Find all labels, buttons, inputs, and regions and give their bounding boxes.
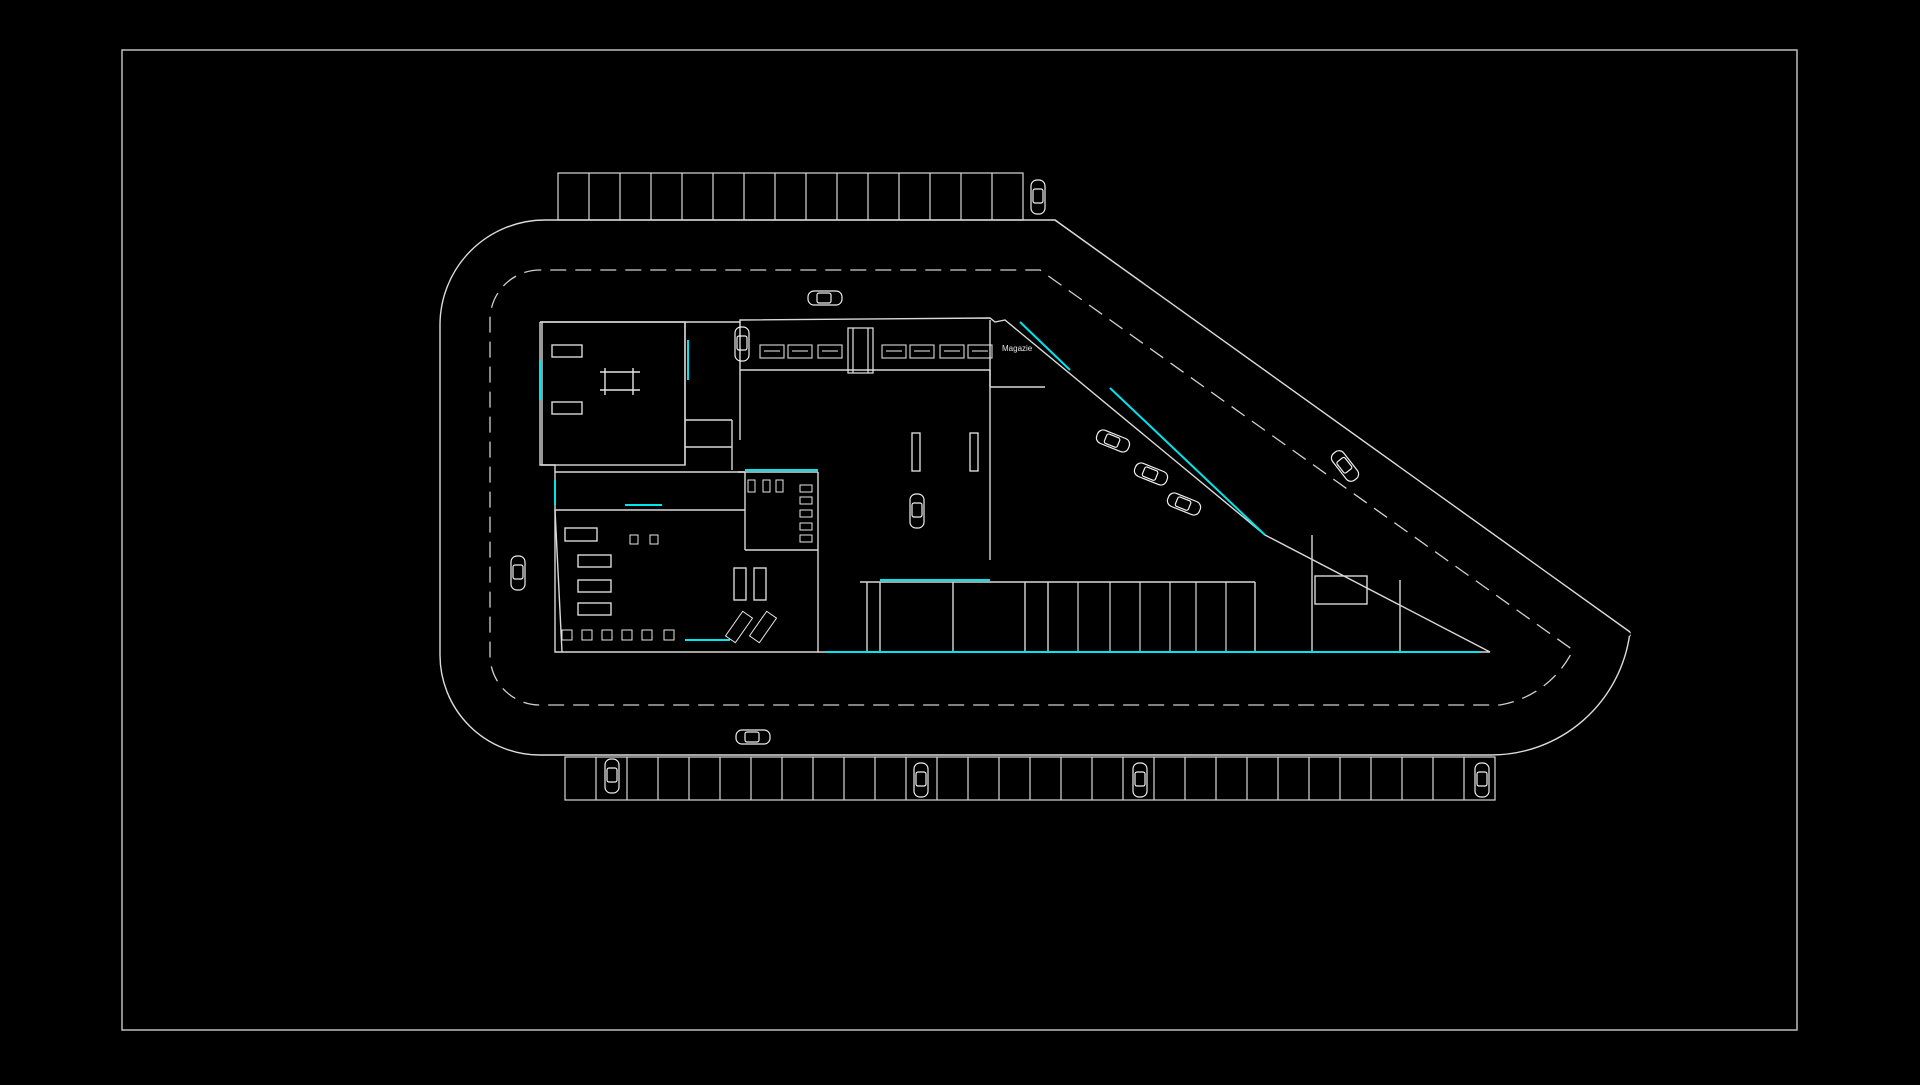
sink — [799, 534, 813, 543]
toilet — [762, 479, 771, 493]
workbench — [748, 610, 778, 644]
room-label-magazie: Magazie — [1002, 344, 1033, 353]
lift — [909, 344, 935, 359]
car — [1132, 762, 1148, 798]
central-lift — [847, 327, 874, 374]
toilet — [747, 479, 756, 493]
toilet — [775, 479, 784, 493]
sink — [799, 509, 813, 518]
lift — [817, 344, 843, 359]
parked-cars — [510, 179, 1490, 798]
car-body — [1330, 450, 1360, 482]
car — [913, 762, 929, 798]
chair — [621, 629, 633, 641]
car — [734, 326, 750, 362]
car-body — [1133, 462, 1169, 486]
car-cabin — [1141, 466, 1159, 481]
vehicle-lifts — [759, 344, 993, 359]
car-cabin — [1032, 188, 1044, 204]
car — [1095, 429, 1131, 453]
car-body — [909, 493, 925, 529]
workbench — [724, 610, 754, 644]
car-body — [1474, 762, 1490, 798]
lift — [939, 344, 965, 359]
car — [510, 555, 526, 591]
car-body — [807, 290, 843, 306]
car — [1133, 462, 1169, 486]
car — [1474, 762, 1490, 798]
building-footprint — [539, 317, 1491, 653]
chair — [581, 629, 593, 641]
car — [909, 493, 925, 529]
car — [735, 729, 771, 745]
road-outer-boundary — [439, 219, 1631, 756]
lift — [787, 344, 813, 359]
car-cabin — [1134, 771, 1146, 787]
parking-row-bottom — [564, 756, 1496, 801]
car-cabin — [911, 502, 923, 518]
sink — [799, 496, 813, 505]
parking-stall-dividers-bottom — [595, 757, 1465, 800]
lift — [759, 344, 785, 359]
car-cabin — [1476, 771, 1488, 787]
car — [1330, 450, 1360, 482]
car-body — [604, 758, 620, 794]
car-cabin — [744, 731, 760, 743]
chair — [663, 629, 675, 641]
chair — [649, 534, 659, 545]
car-body — [1095, 429, 1131, 453]
chair — [641, 629, 653, 641]
office-fixtures — [561, 479, 813, 644]
car — [1166, 492, 1202, 516]
car-cabin — [1103, 433, 1121, 448]
parking-stall-dividers-top — [588, 173, 993, 220]
sink — [799, 484, 813, 493]
chair — [561, 629, 573, 641]
car-body — [510, 555, 526, 591]
road-center-dashed-line — [489, 269, 1574, 706]
car-body — [1166, 492, 1202, 516]
chair — [601, 629, 613, 641]
column-lifts — [911, 432, 979, 472]
chair — [629, 534, 639, 545]
two-post-lift — [600, 368, 640, 395]
car-body — [1132, 762, 1148, 798]
lift — [881, 344, 907, 359]
car-body — [734, 326, 750, 362]
car — [807, 290, 843, 306]
sink — [799, 522, 813, 531]
road-outer-diagonal — [1054, 219, 1631, 633]
car-cabin — [816, 292, 832, 304]
car — [604, 758, 620, 794]
workshop-bay-dividers — [1077, 582, 1227, 652]
car — [1030, 179, 1046, 215]
car-body — [735, 729, 771, 745]
car-cabin — [512, 564, 524, 580]
car-body — [913, 762, 929, 798]
car-cabin — [1336, 456, 1353, 474]
car-body — [1030, 179, 1046, 215]
lift — [967, 344, 993, 359]
car-cabin — [1174, 496, 1192, 511]
drawing-frame — [121, 49, 1798, 1031]
car-cabin — [736, 335, 748, 351]
car-cabin — [915, 771, 927, 787]
car-cabin — [606, 767, 618, 783]
glazing-walls — [539, 321, 1480, 653]
